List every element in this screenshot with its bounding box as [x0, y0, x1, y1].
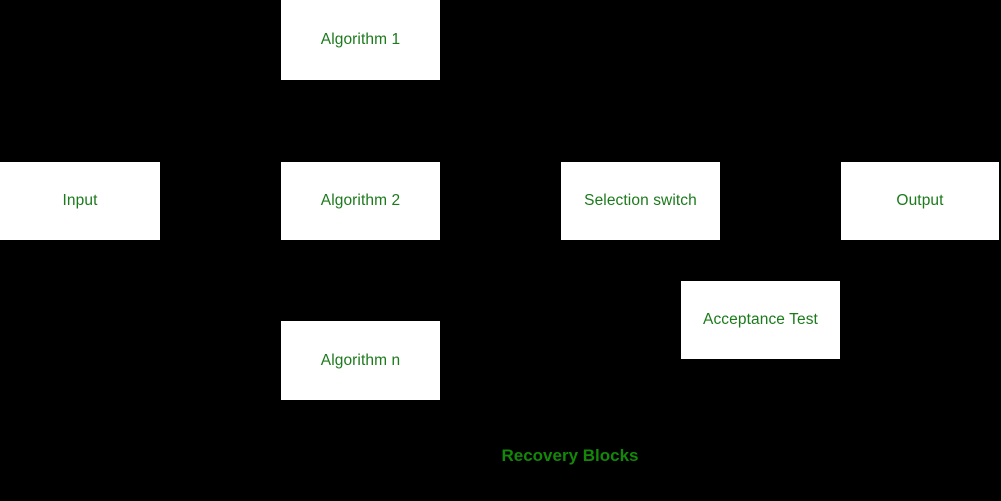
- node-acceptance-test-label: Acceptance Test: [703, 311, 818, 329]
- node-selection-switch[interactable]: Selection switch: [561, 162, 720, 240]
- node-algorithm-1-label: Algorithm 1: [320, 31, 401, 49]
- node-input[interactable]: Input: [0, 162, 160, 240]
- node-output-label: Output: [896, 192, 944, 210]
- diagram-caption: Recovery Blocks: [501, 446, 639, 465]
- node-algorithm-n[interactable]: Algorithm n: [281, 321, 440, 400]
- node-algorithm-1[interactable]: Algorithm 1: [281, 0, 440, 80]
- node-algorithm-n-label: Algorithm n: [320, 351, 401, 369]
- node-input-label: Input: [62, 192, 98, 210]
- node-selection-switch-label: Selection switch: [584, 192, 697, 210]
- node-algorithm-2-label: Algorithm 2: [320, 192, 401, 210]
- node-acceptance-test[interactable]: Acceptance Test: [681, 281, 840, 359]
- node-algorithm-2[interactable]: Algorithm 2: [281, 162, 440, 240]
- node-output[interactable]: Output: [841, 162, 999, 240]
